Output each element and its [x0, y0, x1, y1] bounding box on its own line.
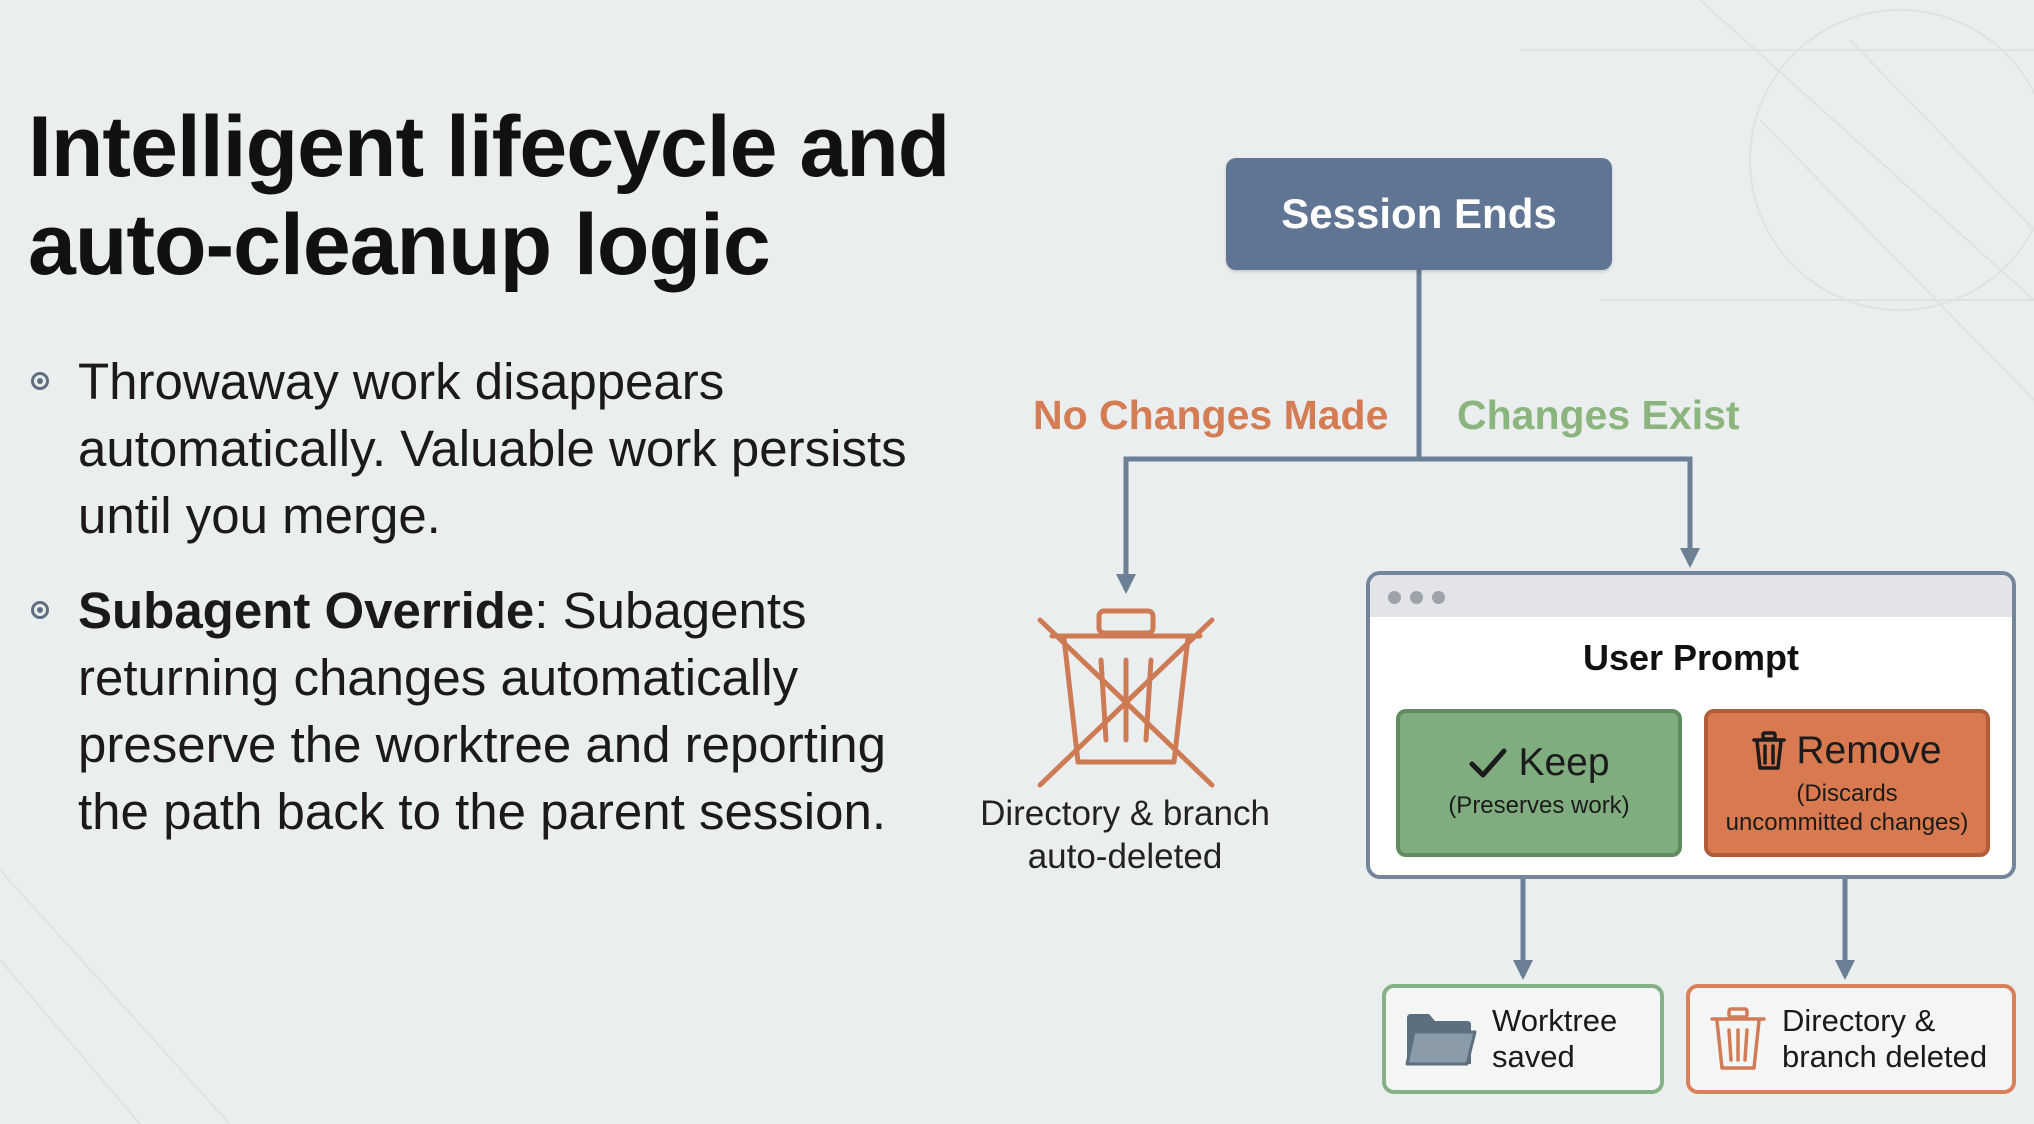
window-title-bar — [1370, 575, 2012, 617]
auto-delete-line-2: auto-deleted — [1027, 837, 1223, 876]
trash-icon — [1710, 1007, 1766, 1070]
bullet-target-icon — [31, 601, 49, 619]
remove-button[interactable]: Remove (Discards uncommitted changes) — [1704, 709, 1990, 857]
window-dot-icon — [1432, 591, 1445, 604]
branch-deleted-line-2: branch deleted — [1782, 1039, 1988, 1074]
keep-label: Keep — [1518, 741, 1610, 784]
connector-changes-exist — [1419, 456, 1700, 568]
checkmark-icon — [1469, 748, 1507, 778]
bullet-bold-text: Subagent Override — [78, 582, 535, 639]
worktree-saved-line-2: saved — [1492, 1039, 1575, 1074]
window-dot-icon — [1388, 591, 1401, 604]
remove-sublabel-line-2: uncommitted changes) — [1725, 809, 1969, 836]
session-ends-node: Session Ends — [1226, 158, 1612, 270]
window-dot-icon — [1410, 591, 1423, 604]
changes-exist-label: Changes Exist — [1457, 392, 1740, 438]
trash-icon — [1752, 731, 1787, 770]
remove-label: Remove — [1796, 729, 1942, 772]
title-line-2: auto-cleanup logic — [28, 197, 771, 293]
keep-button[interactable]: Keep (Preserves work) — [1396, 709, 1682, 857]
no-changes-label: No Changes Made — [1033, 392, 1389, 438]
auto-delete-caption: Directory & branch auto-deleted — [960, 792, 1290, 878]
trash-crossed-icon — [1037, 608, 1215, 788]
page-title: Intelligent lifecycle and auto-cleanup l… — [28, 98, 1028, 294]
worktree-saved-card: Worktree saved — [1382, 984, 1664, 1094]
connector-no-changes — [1116, 456, 1419, 594]
bullet-target-icon — [31, 372, 49, 390]
bullet-item: Throwaway work disappears automatically.… — [28, 348, 928, 549]
bullet-list: Throwaway work disappears automatically.… — [28, 348, 928, 873]
user-prompt-window: User Prompt Keep (Preserves work) Remove — [1366, 571, 2016, 879]
bullet-text: Throwaway work disappears automatically.… — [78, 353, 907, 544]
remove-sublabel-line-1: (Discards — [1796, 780, 1898, 807]
bullet-text: : Subagents returning changes automatica… — [78, 582, 887, 840]
remove-sublabel: (Discards uncommitted changes) — [1708, 779, 1986, 837]
prompt-title: User Prompt — [1582, 637, 1800, 678]
branch-deleted-card: Directory & branch deleted — [1686, 984, 2016, 1094]
folder-icon — [1405, 1014, 1477, 1066]
branch-deleted-line-1: Directory & — [1782, 1003, 1936, 1038]
auto-delete-line-1: Directory & branch — [980, 794, 1270, 833]
keep-sublabel: (Preserves work) — [1448, 792, 1630, 819]
title-line-1: Intelligent lifecycle and — [28, 99, 950, 195]
worktree-saved-line-1: Worktree — [1492, 1003, 1618, 1038]
bullet-item: Subagent Override: Subagents returning c… — [28, 577, 928, 845]
